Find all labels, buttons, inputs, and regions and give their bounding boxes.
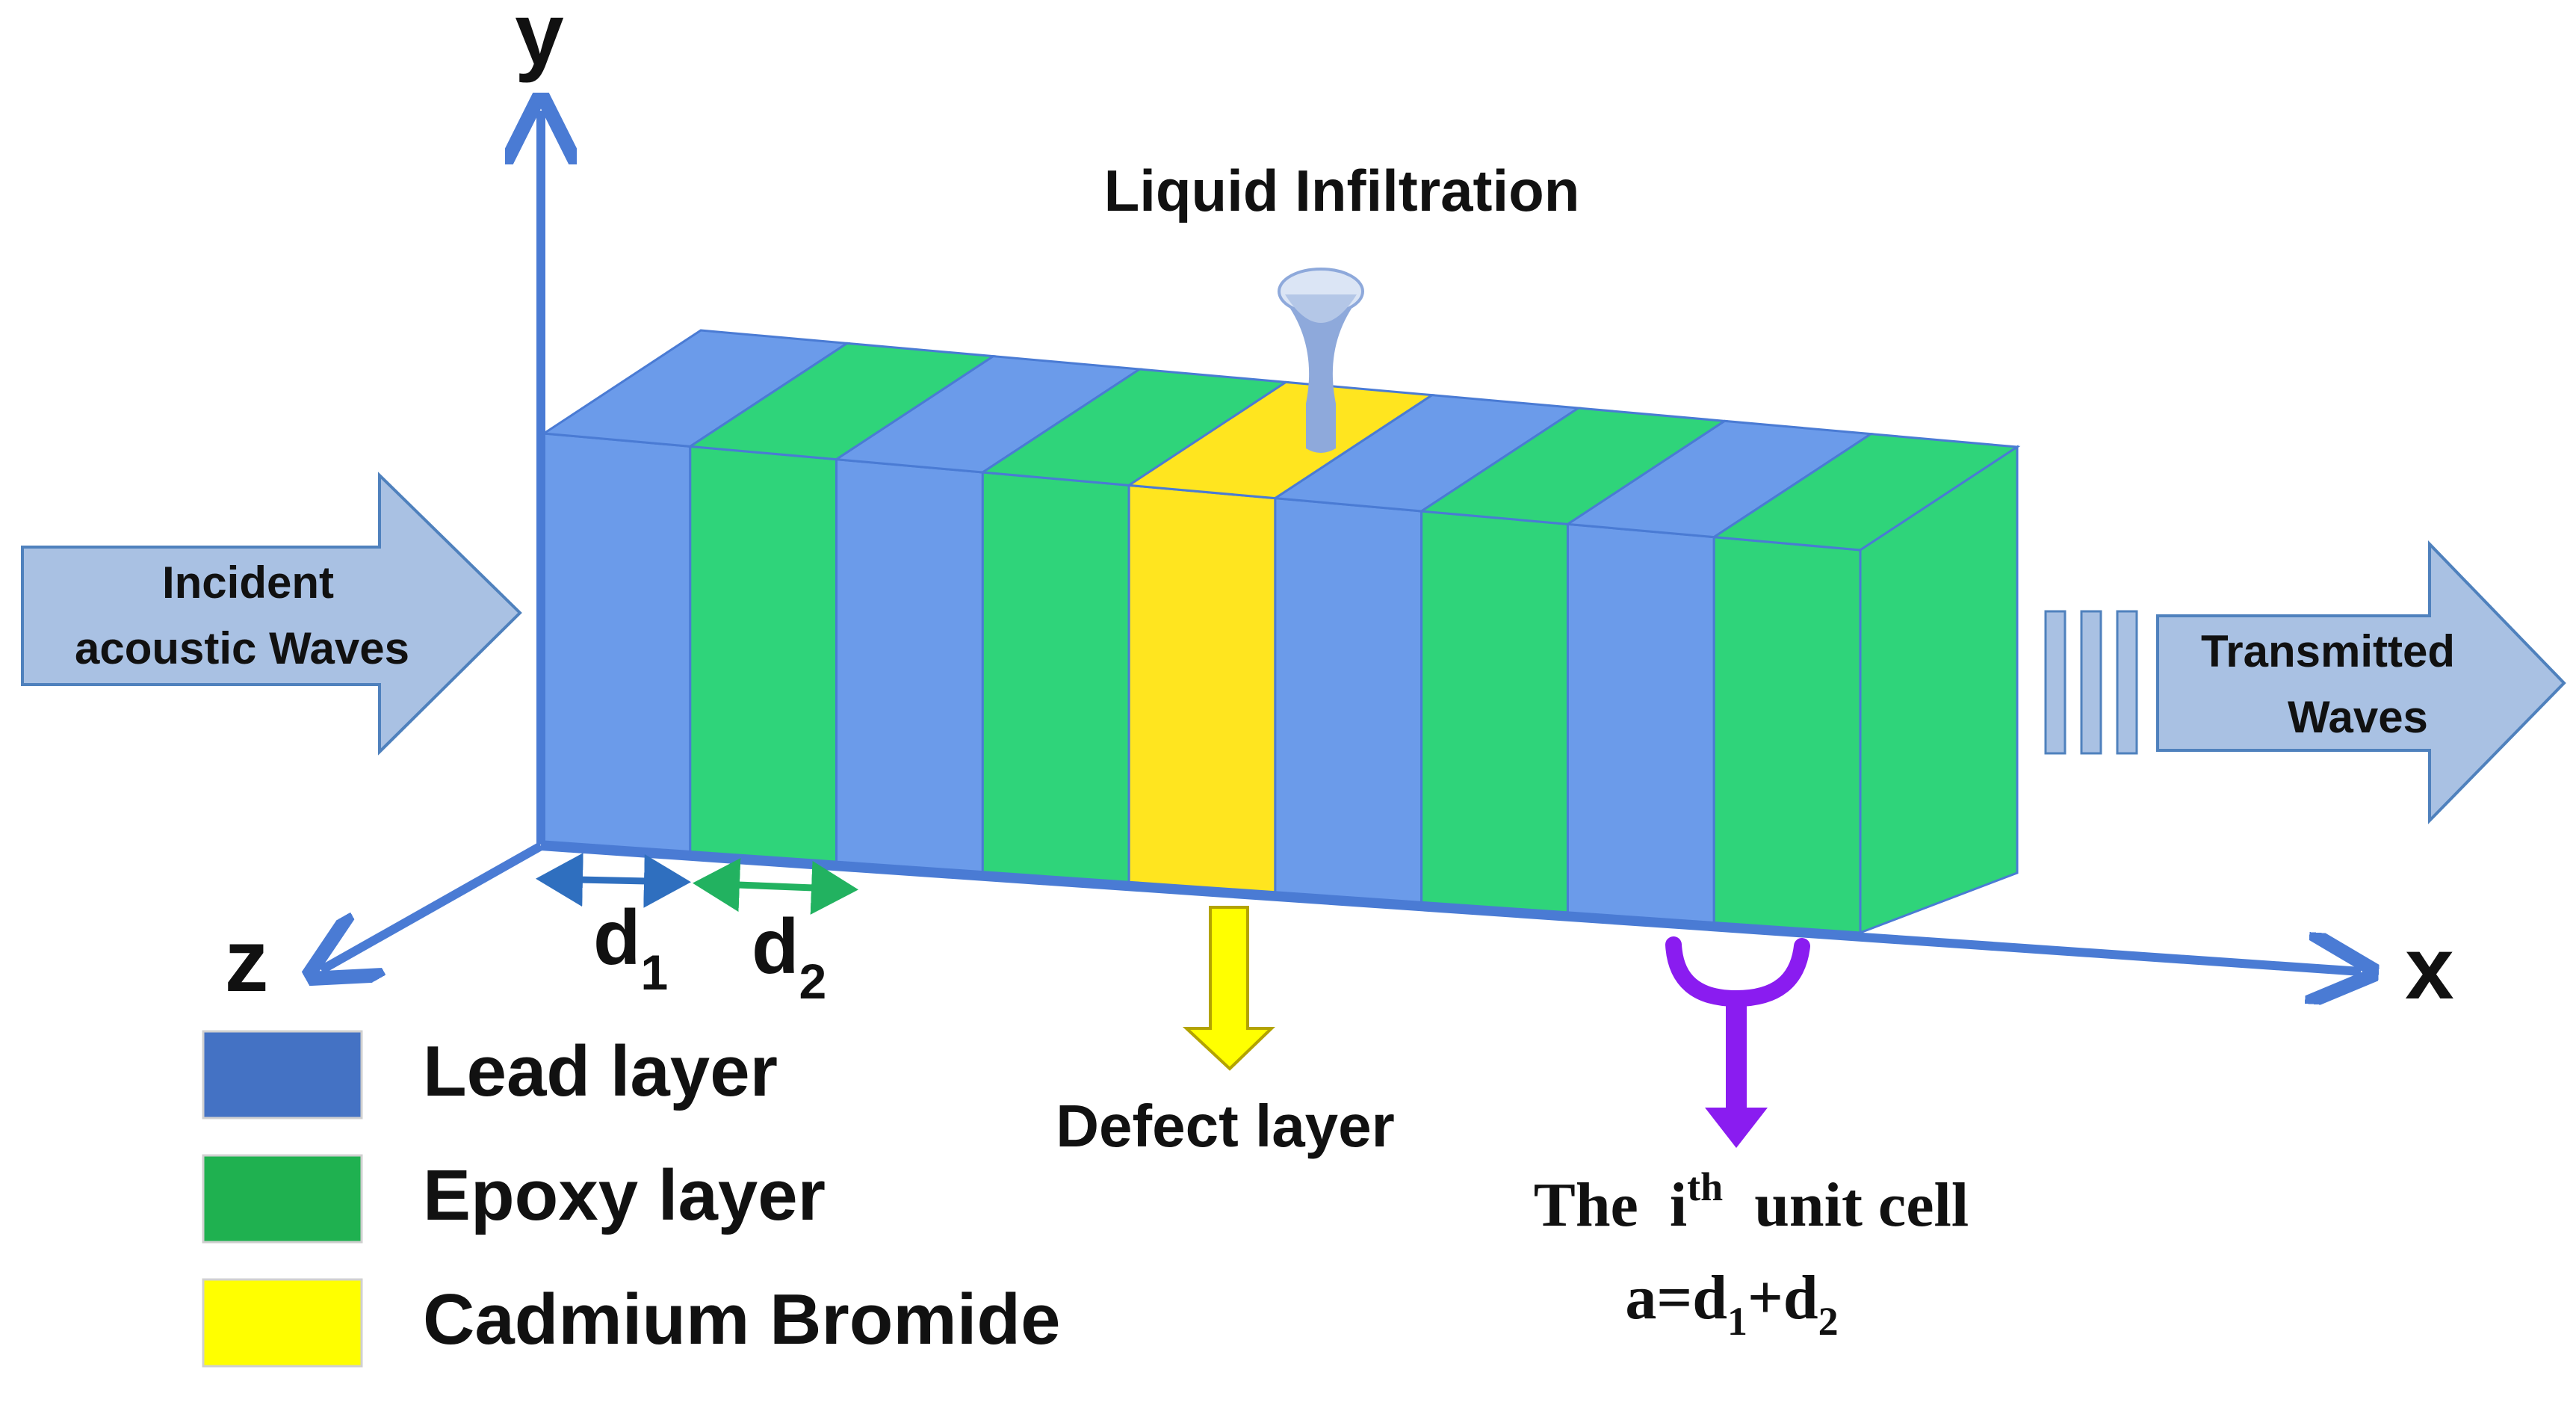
defect-down-arrow (1182, 906, 1275, 1071)
unit-cell-formula: a=d1+d2 (1625, 1263, 1838, 1344)
layer-lead (542, 432, 692, 853)
legend-swatch-epoxy (202, 1154, 363, 1244)
legend-swatch-defect (202, 1278, 363, 1368)
transmitted-label-line1: Transmitted (2201, 626, 2455, 676)
d1-label: d1 (593, 895, 668, 1000)
transmitted-wave-arrow (2156, 540, 2566, 824)
incident-label-line2: acoustic Waves (75, 623, 409, 673)
slab-side-face (1859, 445, 2019, 935)
layer-epoxy (689, 445, 838, 863)
nozzle-icon (1278, 268, 1364, 453)
incident-label-line1: Incident (162, 558, 334, 608)
transmitted-bar (2080, 610, 2102, 755)
layer-lead (1566, 522, 1715, 924)
layer-epoxy (1712, 536, 1862, 934)
legend-label-epoxy: Epoxy layer (423, 1155, 826, 1235)
d1-dimension-arrow (536, 853, 691, 908)
layer-stack-top (540, 329, 2021, 552)
transmitted-bar (2044, 610, 2066, 755)
layer-lead (835, 458, 984, 874)
d2-dimension-arrow (693, 858, 858, 915)
incident-wave-arrow (21, 472, 522, 756)
layer-lead (1274, 497, 1423, 904)
x-axis-label: x (2405, 919, 2454, 1018)
z-axis (321, 842, 543, 970)
transmitted-label-line2: Waves (2288, 692, 2428, 742)
d2-label: d2 (752, 904, 826, 1009)
legend-swatch-lead (202, 1030, 363, 1120)
liquid-infiltration-label: Liquid Infiltration (1104, 158, 1580, 223)
unit-cell-bracket-icon (1665, 936, 1810, 1148)
defect-layer-label: Defect layer (1056, 1093, 1395, 1159)
layer-epoxy (1420, 510, 1569, 914)
transmitted-bar (2116, 610, 2138, 755)
legend-label-defect: Cadmium Bromide (423, 1279, 1060, 1359)
unit-cell-label: The ith unit cell (1534, 1164, 1969, 1240)
z-axis-label: z (225, 912, 269, 1010)
legend-label-lead: Lead layer (423, 1031, 778, 1111)
layer-defect (1127, 484, 1277, 894)
y-axis-label: y (515, 0, 564, 84)
layer-epoxy (981, 471, 1130, 883)
